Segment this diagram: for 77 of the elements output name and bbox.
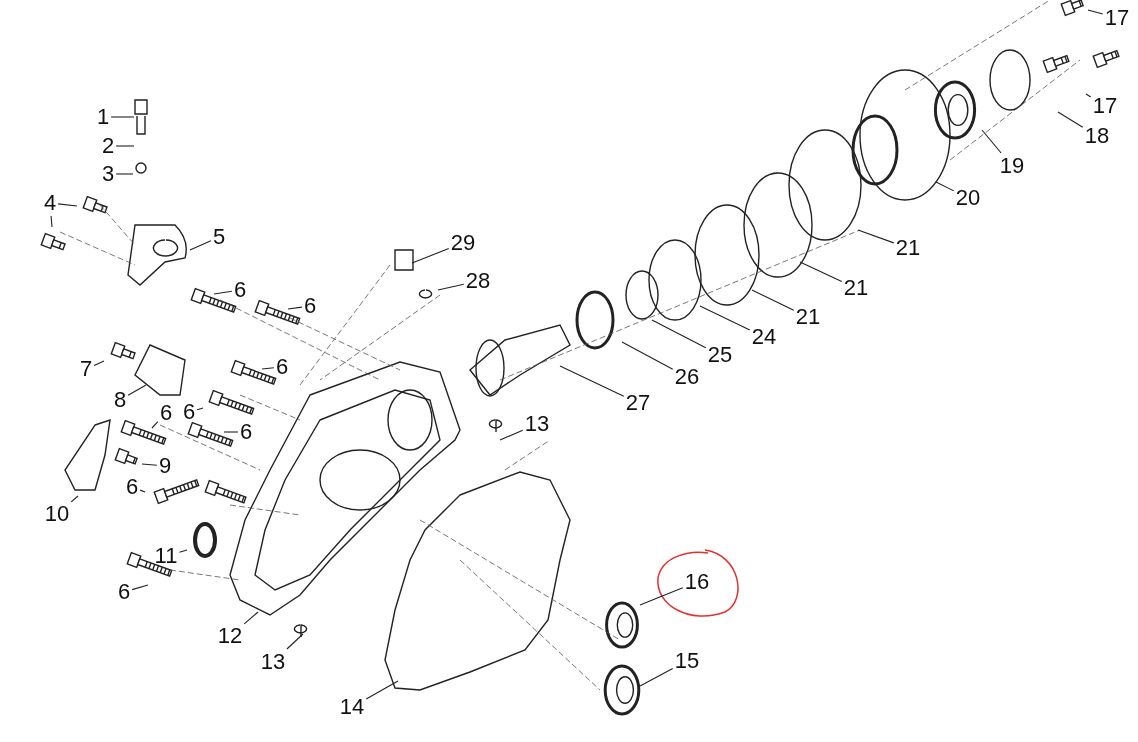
leader-line xyxy=(57,203,78,207)
leader-line xyxy=(151,421,159,429)
callout-number: 6 xyxy=(124,475,140,499)
leader-line xyxy=(411,248,450,264)
leader-line xyxy=(621,341,674,370)
leader-line xyxy=(115,145,135,147)
callout-number: 6 xyxy=(238,420,254,444)
leader-line xyxy=(115,173,134,175)
callout-number: 15 xyxy=(673,649,701,673)
callout-number: 19 xyxy=(998,154,1026,178)
leader-line xyxy=(1057,111,1084,128)
callout-number: 24 xyxy=(750,325,778,349)
leader-line xyxy=(178,549,188,553)
callout-number: 11 xyxy=(153,544,179,568)
leader-line xyxy=(437,283,465,291)
leader-line xyxy=(699,305,751,331)
leader-line xyxy=(651,319,707,349)
leader-line xyxy=(131,584,149,591)
callout-number: 6 xyxy=(181,400,197,424)
callout-number: 6 xyxy=(232,278,248,302)
callout-number: 2 xyxy=(100,134,116,158)
callout-number: 4 xyxy=(42,191,58,215)
callout-number: 6 xyxy=(158,401,174,425)
leader-line xyxy=(639,668,674,687)
leader-line xyxy=(751,289,795,311)
leader-line xyxy=(93,360,105,366)
callout-number: 18 xyxy=(1083,124,1111,148)
callout-number: 26 xyxy=(673,365,701,389)
callout-number: 29 xyxy=(449,231,477,255)
leader-line xyxy=(799,261,843,282)
leader-line xyxy=(110,116,135,118)
leader-line xyxy=(1087,9,1104,15)
leader-line xyxy=(261,367,275,370)
callout-number: 17 xyxy=(1103,6,1131,30)
callout-number: 10 xyxy=(43,502,71,526)
leader-line xyxy=(857,229,895,244)
leader-line xyxy=(499,429,524,441)
callout-number: 6 xyxy=(116,580,132,604)
leader-line xyxy=(243,611,259,625)
callout-number: 27 xyxy=(624,391,652,415)
leader-line xyxy=(935,181,955,192)
leader-line xyxy=(50,215,53,228)
leader-line xyxy=(365,680,399,700)
callout-number: 13 xyxy=(523,412,551,436)
callout-number: 14 xyxy=(338,695,366,719)
callout-number: 6 xyxy=(302,294,318,318)
leader-line xyxy=(639,587,684,606)
callout-number: 1 xyxy=(95,105,111,129)
leader-line xyxy=(286,633,304,650)
leader-line xyxy=(70,495,79,503)
leader-line xyxy=(223,431,239,433)
callout-number: 3 xyxy=(100,162,116,186)
callout-number: 17 xyxy=(1091,94,1119,118)
callout-number: 8 xyxy=(112,388,128,412)
callout-number: 6 xyxy=(274,355,290,379)
callout-number: 7 xyxy=(78,357,94,381)
callout-number: 9 xyxy=(157,454,173,478)
callout-number: 21 xyxy=(894,236,922,260)
callout-number: 21 xyxy=(842,276,870,300)
leader-line xyxy=(127,384,147,396)
leader-line xyxy=(1085,93,1092,98)
callout-number: 13 xyxy=(259,650,287,674)
leader-line xyxy=(981,129,1002,154)
callout-number: 20 xyxy=(954,186,982,210)
leader-line xyxy=(189,240,212,251)
callout-number: 28 xyxy=(464,269,492,293)
callout-number: 5 xyxy=(211,225,227,249)
leader-line xyxy=(141,463,158,466)
callout-number: 16 xyxy=(683,570,711,594)
leader-line xyxy=(559,365,625,397)
leader-line xyxy=(139,489,146,493)
callout-number: 25 xyxy=(706,343,734,367)
leader-line xyxy=(287,306,303,310)
callout-number: 12 xyxy=(216,624,244,648)
leader-line xyxy=(213,290,233,295)
leader-line xyxy=(196,407,204,411)
callout-number: 21 xyxy=(794,305,822,329)
